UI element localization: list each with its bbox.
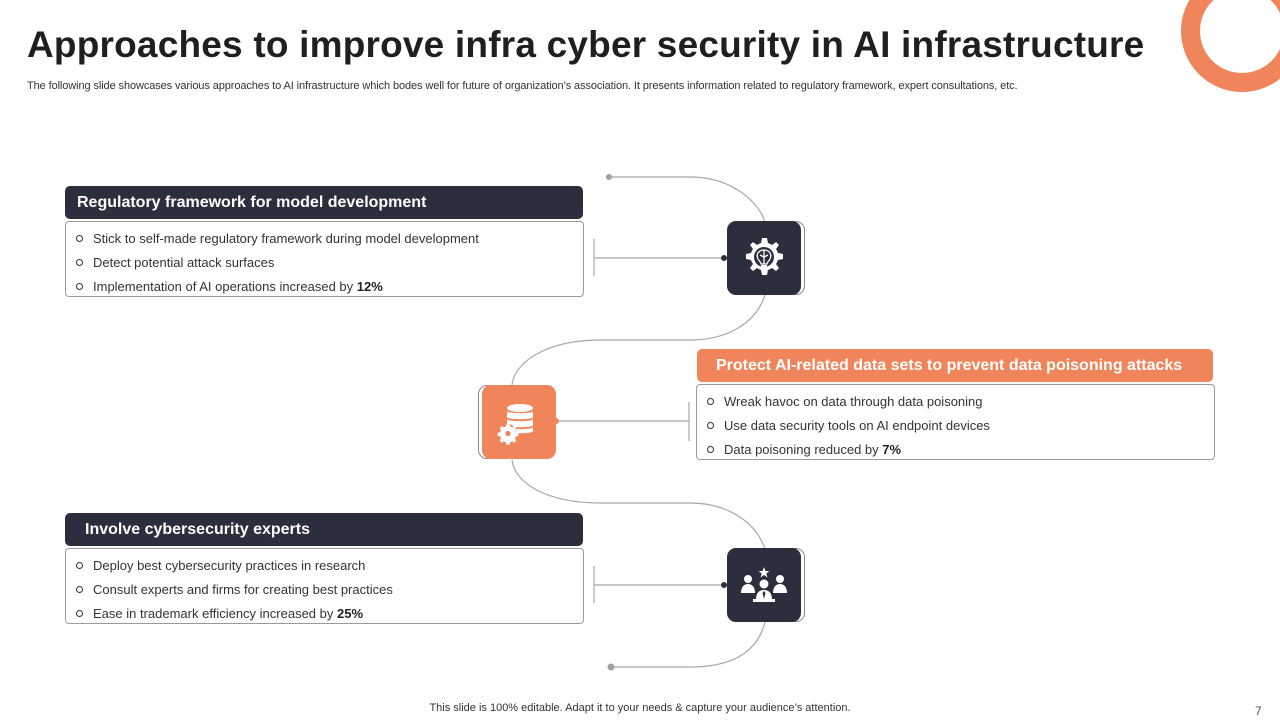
database-gear-icon: [497, 404, 533, 445]
brain-gear-icon: [746, 238, 783, 275]
team-experts-icon: [741, 567, 787, 602]
section-2-header: Protect AI-related data sets to prevent …: [697, 349, 1213, 382]
section-2-icon-tile: [478, 385, 556, 459]
slide-subtitle: The following slide showcases various ap…: [27, 80, 1018, 92]
section-3-list: Deploy best cybersecurity practices in r…: [65, 548, 584, 624]
list-item: Deploy best cybersecurity practices in r…: [66, 556, 583, 580]
list-item: Ease in trademark efficiency increased b…: [66, 604, 583, 628]
list-item: Data poisoning reduced by 7%: [697, 440, 1214, 464]
section-3-header: Involve cybersecurity experts: [65, 513, 583, 546]
slide-title: Approaches to improve infra cyber securi…: [27, 24, 1145, 65]
page-number: 7: [1255, 704, 1262, 718]
section-1-header-text: Regulatory framework for model developme…: [77, 193, 427, 211]
section-3-header-text: Involve cybersecurity experts: [85, 520, 311, 538]
section-2-header-text: Protect AI-related data sets to prevent …: [716, 356, 1183, 374]
section-2-list: Wreak havoc on data through data poisoni…: [696, 384, 1215, 460]
section-1-icon-tile: [727, 221, 805, 295]
section-1-list: Stick to self-made regulatory framework …: [65, 221, 584, 297]
list-item: Detect potential attack surfaces: [66, 253, 583, 277]
list-item: Use data security tools on AI endpoint d…: [697, 416, 1214, 440]
section-3-icon-tile: [727, 548, 805, 622]
list-item: Consult experts and firms for creating b…: [66, 580, 583, 604]
list-item: Wreak havoc on data through data poisoni…: [697, 392, 1214, 416]
slide-footer: This slide is 100% editable. Adapt it to…: [429, 702, 851, 714]
list-item: Stick to self-made regulatory framework …: [66, 229, 583, 253]
section-1-header: Regulatory framework for model developme…: [65, 186, 583, 219]
list-item: Implementation of AI operations increase…: [66, 277, 583, 301]
